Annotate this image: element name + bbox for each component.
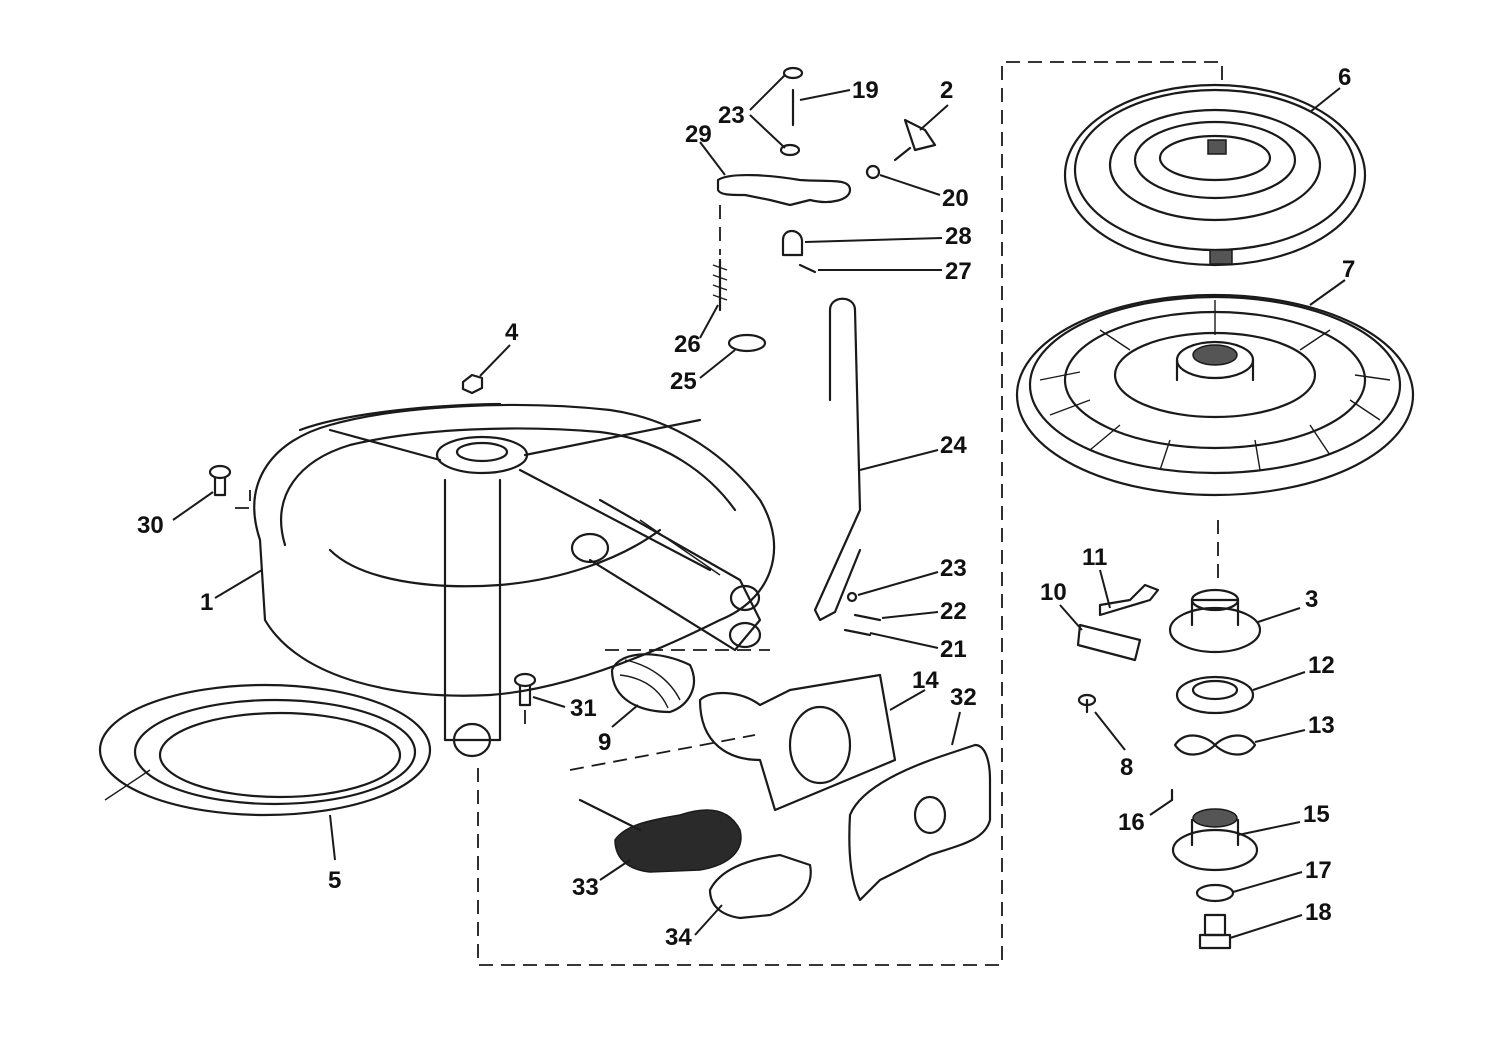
part-set-screw xyxy=(798,263,817,274)
part-spring-housing xyxy=(1063,83,1367,267)
part-bellows xyxy=(610,653,695,714)
part-starter-housing xyxy=(253,402,776,758)
guide-lines xyxy=(235,205,770,771)
callout-1: 1 xyxy=(200,589,213,616)
part-wave-washer xyxy=(1173,734,1257,756)
part-washer xyxy=(1175,675,1255,715)
callout-7: 7 xyxy=(1342,256,1355,283)
callout-27: 27 xyxy=(945,258,972,285)
part-extension-spring xyxy=(712,258,728,312)
callout-9: 9 xyxy=(598,729,611,756)
part-handle-insert xyxy=(708,853,812,920)
callout-20: 20 xyxy=(942,185,969,212)
callout-23-top: 23 xyxy=(718,102,745,129)
part-cam xyxy=(781,229,804,257)
part-rewind-spring xyxy=(98,683,432,817)
callout-21: 21 xyxy=(940,636,967,663)
part-pawl xyxy=(1098,583,1160,617)
callout-15: 15 xyxy=(1303,801,1330,828)
callout-30: 30 xyxy=(137,512,164,539)
callout-22: 22 xyxy=(940,598,967,625)
part-clip xyxy=(727,333,767,353)
part-screw-small xyxy=(1077,693,1097,714)
part-bolt xyxy=(1198,913,1232,950)
part-nut-small xyxy=(865,164,881,180)
callout-29: 29 xyxy=(685,121,712,148)
callout-14: 14 xyxy=(912,667,939,694)
callout-11: 11 xyxy=(1082,544,1107,571)
callout-3: 3 xyxy=(1305,586,1318,613)
callout-13: 13 xyxy=(1308,712,1335,739)
callout-32: 32 xyxy=(950,684,977,711)
callout-labels: 1 2 3 4 5 6 7 8 9 10 11 12 13 14 15 16 1… xyxy=(137,64,1355,951)
callout-4: 4 xyxy=(505,319,519,346)
callout-5: 5 xyxy=(328,867,341,894)
callout-8: 8 xyxy=(1120,754,1133,781)
callout-26: 26 xyxy=(674,331,701,358)
part-washer-top xyxy=(779,66,804,157)
part-link-rod xyxy=(813,297,862,622)
part-lock-washer xyxy=(1195,883,1235,903)
callout-33: 33 xyxy=(572,874,599,901)
part-lever xyxy=(716,174,852,207)
part-pulley xyxy=(1015,293,1415,497)
part-bushing xyxy=(1168,588,1262,654)
callout-6: 6 xyxy=(1338,64,1351,91)
callout-34: 34 xyxy=(665,924,692,951)
callout-12: 12 xyxy=(1308,652,1335,679)
callout-28: 28 xyxy=(945,223,972,250)
part-handle xyxy=(578,798,742,873)
leader-lines xyxy=(172,74,1346,939)
callout-17: 17 xyxy=(1305,857,1332,884)
part-housing-screw xyxy=(208,464,232,497)
callout-10: 10 xyxy=(1040,579,1067,606)
callout-19: 19 xyxy=(852,77,879,104)
callout-25: 25 xyxy=(670,368,697,395)
callout-16: 16 xyxy=(1118,809,1145,836)
part-handle-bracket xyxy=(698,673,897,812)
part-nut xyxy=(461,373,484,395)
callout-24: 24 xyxy=(940,432,967,459)
part-pawl-plate xyxy=(1076,623,1142,662)
part-housing-screw-2 xyxy=(513,672,537,707)
callout-31: 31 xyxy=(570,695,597,722)
part-hub xyxy=(1171,808,1259,872)
part-cover-plate xyxy=(848,743,992,902)
part-screw-top xyxy=(893,118,937,162)
callout-18: 18 xyxy=(1305,899,1332,926)
assembly-boundary xyxy=(477,61,1223,966)
part-small-pins xyxy=(843,591,882,637)
callout-23-lower: 23 xyxy=(940,555,967,582)
callout-2: 2 xyxy=(940,77,953,104)
